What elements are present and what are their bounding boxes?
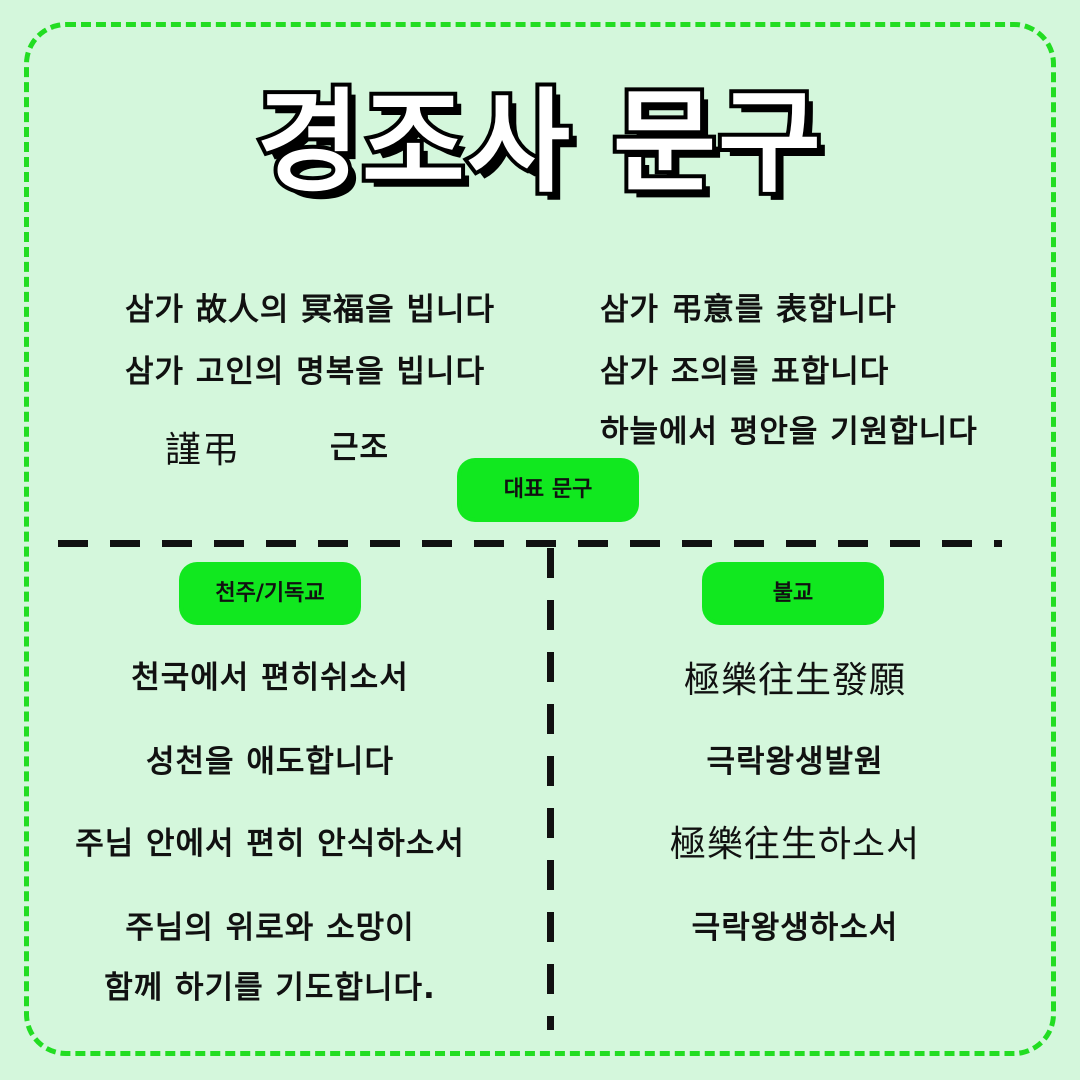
- badge-buddhist: 불교: [706, 566, 880, 621]
- badge-representative: 대표 문구: [461, 462, 635, 518]
- christian-line-4: 주님의 위로와 소망이: [125, 910, 415, 946]
- christian-line-1: 천국에서 편히쉬소서: [131, 660, 409, 696]
- phrase-left-1: 삼가 故人의 冥福을 빕니다: [125, 292, 496, 328]
- buddhist-line-4: 극락왕생하소서: [691, 910, 899, 946]
- buddhist-line-2: 극락왕생발원: [706, 744, 884, 780]
- christian-line-2: 성천을 애도합니다: [146, 744, 394, 780]
- phrase-right-2: 삼가 조의를 표합니다: [600, 354, 890, 390]
- christian-line-3: 주님 안에서 편히 안식하소서: [75, 826, 465, 862]
- dashed-frame: [24, 22, 1056, 1056]
- buddhist-line-3: 極樂往生하소서: [669, 824, 921, 865]
- horizontal-divider: [58, 540, 1002, 547]
- page-title: 경조사 문구: [253, 74, 825, 212]
- christian-line-5: 함께 하기를 기도합니다.: [104, 970, 436, 1006]
- phrase-right-1: 삼가 弔意를 表합니다: [600, 292, 897, 328]
- phrase-short-korean: 근조: [330, 430, 390, 466]
- phrase-short-hanja: 謹弔: [165, 430, 240, 471]
- phrase-right-3: 하늘에서 평안을 기원합니다: [600, 414, 978, 450]
- badge-christian: 천주/기독교: [183, 566, 357, 621]
- phrase-left-2: 삼가 고인의 명복을 빕니다: [125, 354, 486, 390]
- buddhist-line-1: 極樂往生發願: [683, 660, 906, 701]
- vertical-divider: [547, 548, 554, 1030]
